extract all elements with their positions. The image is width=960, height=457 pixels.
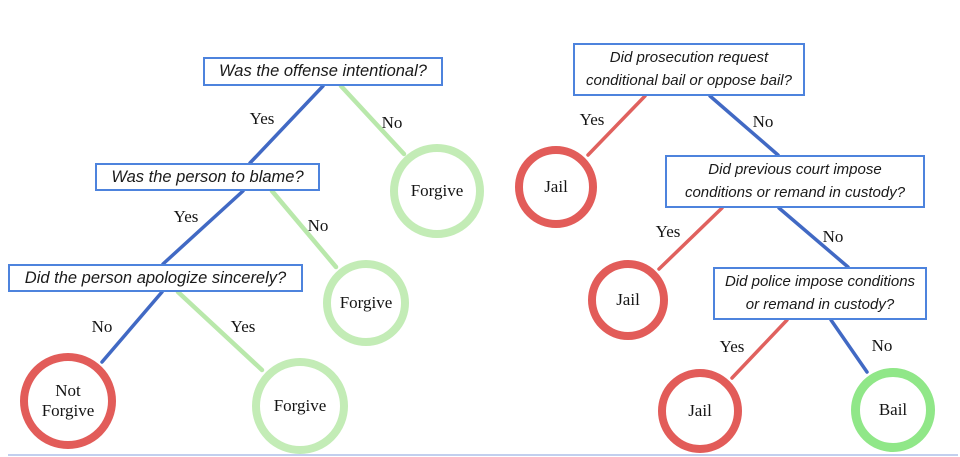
edge-prosecution-jail-1 xyxy=(586,94,647,157)
outcome-text: Bail xyxy=(878,399,908,419)
edge-police-bail xyxy=(829,318,869,374)
outcome-text: Forgive xyxy=(41,401,95,420)
outcome-text: Forgive xyxy=(273,395,327,415)
decision-text: conditions or remand in custody? xyxy=(684,183,906,201)
edge-label-no: No xyxy=(822,227,844,246)
decision-text: Was the offense intentional? xyxy=(219,62,427,81)
decision-box-blame: Was the person to blame? xyxy=(95,163,320,191)
edge-label-no: No xyxy=(752,112,774,131)
bottom-border-line xyxy=(8,454,958,456)
decision-box-previous-court: Did previous court impose conditions or r… xyxy=(665,155,925,208)
decision-text: Did previous court impose xyxy=(708,161,882,179)
outcome-circle-jail-2: Jail xyxy=(588,260,668,340)
edge-prosecution-previous-court xyxy=(708,94,780,157)
outcome-circle-bail: Bail xyxy=(851,368,935,452)
edge-label-no: No xyxy=(91,317,113,336)
edge-police-jail-3 xyxy=(730,318,789,380)
decision-text: Did the person apologize sincerely? xyxy=(24,268,287,287)
edge-label-no: No xyxy=(381,113,403,132)
decision-box-prosecution: Did prosecution request conditional bail … xyxy=(573,43,805,96)
outcome-circle-jail-3: Jail xyxy=(658,369,742,453)
edge-previous-court-police xyxy=(777,206,850,269)
outcome-text: Jail xyxy=(616,289,640,309)
decision-box-intentional: Was the offense intentional? xyxy=(203,57,443,86)
edge-label-yes: Yes xyxy=(230,317,256,336)
decision-text: Was the person to blame? xyxy=(111,167,304,186)
edge-blame-forgive-2 xyxy=(269,188,339,270)
edge-label-yes: Yes xyxy=(655,222,681,241)
outcome-circle-forgive-2: Forgive xyxy=(323,260,409,346)
edge-label-yes: Yes xyxy=(579,110,605,129)
edge-label-yes: Yes xyxy=(719,337,745,356)
edge-apologize-forgive-3 xyxy=(175,289,265,373)
outcome-circle-forgive-3: Forgive xyxy=(252,358,348,454)
decision-box-police: Did police impose conditions or remand in… xyxy=(713,267,927,320)
edge-blame-apologize xyxy=(161,189,245,266)
edge-label-no: No xyxy=(871,336,893,355)
decision-box-apologize: Did the person apologize sincerely? xyxy=(8,264,303,292)
edge-label-yes: Yes xyxy=(249,109,275,128)
outcome-text: Jail xyxy=(544,176,568,196)
outcome-text: Jail xyxy=(688,400,712,420)
outcome-text: Forgive xyxy=(339,292,393,312)
decision-text: Did police impose conditions xyxy=(724,273,916,291)
edge-label-no: No xyxy=(307,216,329,235)
decision-text: Did prosecution request xyxy=(609,49,769,67)
edge-intentional-blame xyxy=(248,84,325,165)
edge-label-yes: Yes xyxy=(173,207,199,226)
outcome-text: Forgive xyxy=(410,180,464,200)
edge-intentional-forgive-1 xyxy=(338,83,407,157)
edge-previous-court-jail-2 xyxy=(657,206,724,271)
outcome-text: Not xyxy=(55,380,81,400)
decision-text: or remand in custody? xyxy=(745,295,895,313)
decision-text: conditional bail or oppose bail? xyxy=(586,71,792,89)
outcome-circle-jail-1: Jail xyxy=(515,146,597,228)
outcome-circle-forgive-1: Forgive xyxy=(390,144,484,238)
edge-apologize-not-forgive xyxy=(100,290,164,364)
